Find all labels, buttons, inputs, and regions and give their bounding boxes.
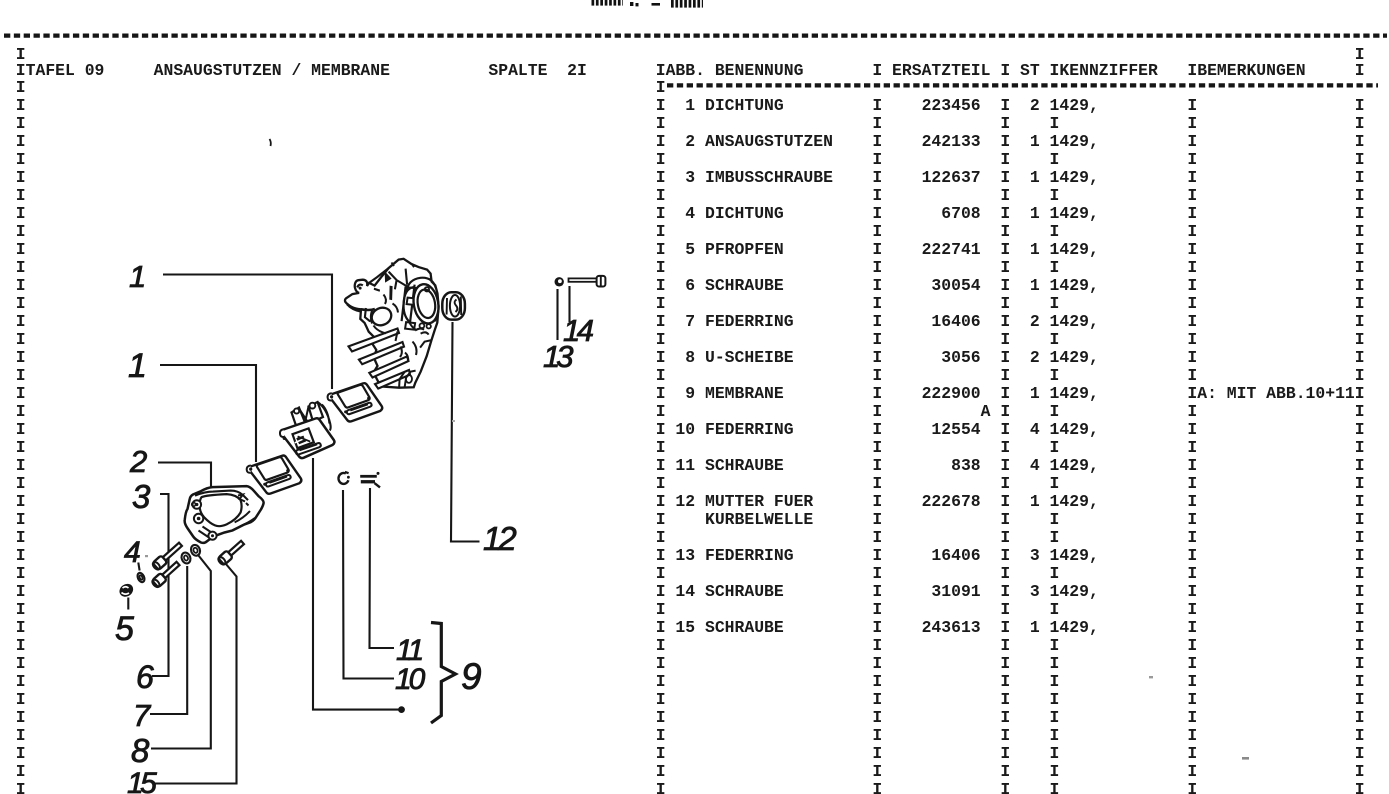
svg-text:4: 4 [124, 536, 141, 569]
svg-text:5: 5 [115, 610, 134, 648]
svg-text:10: 10 [395, 663, 426, 696]
svg-text:12: 12 [483, 520, 516, 557]
svg-text:14: 14 [563, 313, 594, 348]
svg-text:11: 11 [396, 634, 422, 667]
svg-text:15: 15 [127, 767, 157, 794]
svg-text:6: 6 [136, 659, 154, 695]
svg-text:1: 1 [128, 347, 147, 385]
svg-text:9: 9 [461, 656, 482, 697]
svg-text:3: 3 [132, 478, 151, 515]
svg-text:2: 2 [129, 444, 147, 479]
svg-text:7: 7 [133, 698, 152, 733]
svg-text:8: 8 [131, 732, 150, 769]
svg-text:1: 1 [129, 259, 146, 294]
